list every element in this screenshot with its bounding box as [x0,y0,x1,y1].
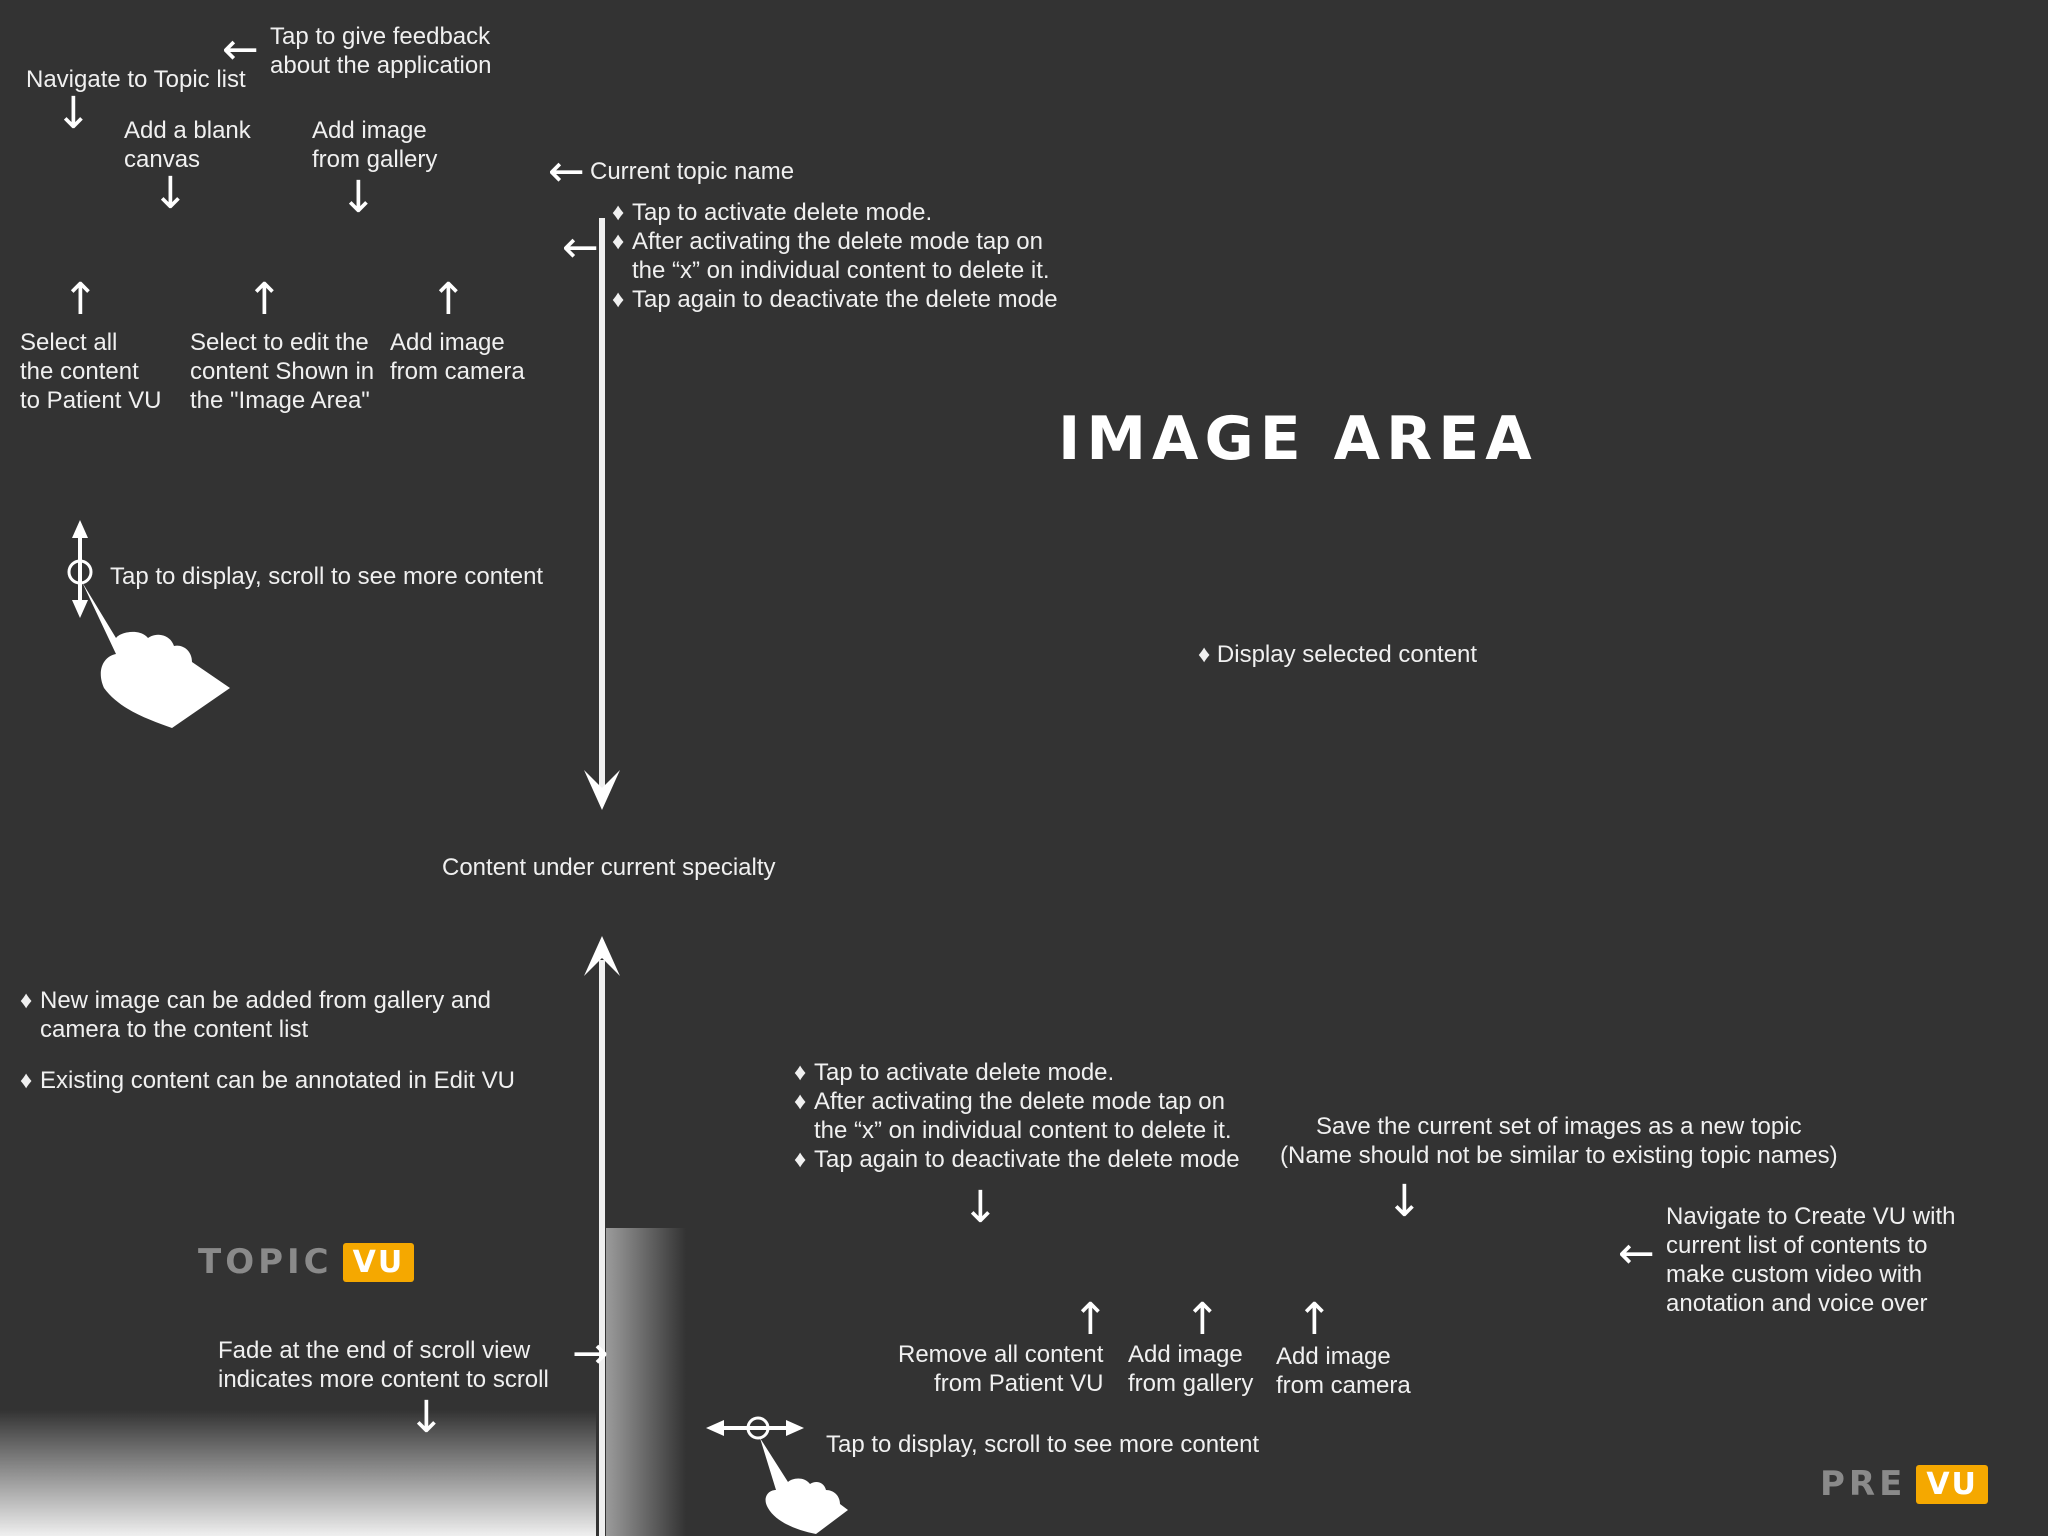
arrow-up-icon: ↑ [1184,1294,1221,1345]
arrow-left-icon: ← [548,146,585,197]
arrow-up-icon [584,936,620,976]
delete-mode-notes-bottom: ♦Tap to activate delete mode. ♦After act… [794,1059,1240,1173]
scroll-fade-bottom [0,1410,596,1536]
display-selected-label: ♦ Display selected content [1198,641,1478,668]
arrow-down-icon [584,770,620,810]
arrow-down-icon: ↓ [1386,1176,1423,1227]
arrow-right-icon: → [572,1328,609,1379]
hand-vertical-scroll-icon [67,520,230,728]
scroll-fade-right [606,1228,686,1536]
navigate-topic-label: Navigate to Topic list [26,66,246,93]
arrow-up-icon: ↑ [1072,1294,1109,1345]
delete-mode-notes: ♦Tap to activate delete mode. ♦After act… [612,199,1058,313]
hand-horizontal-scroll-icon [706,1416,848,1534]
arrow-left-icon: ← [222,24,259,75]
arrow-down-icon: ↓ [55,88,92,139]
arrow-up-icon: ↑ [246,274,283,325]
image-area-title: IMAGE AREA [1058,404,1538,474]
scroll-divider-top [599,218,605,793]
current-topic-label: Current topic name [590,158,795,185]
arrow-left-icon: ← [562,222,599,273]
arrow-up-icon: ↑ [62,274,99,325]
scroll-divider-bottom [599,960,605,1536]
existing-content-note: ♦Existing content can be annotated in Ed… [20,1067,515,1094]
arrow-left-icon: ← [1618,1228,1655,1279]
arrow-down-icon: ↓ [152,168,189,219]
arrow-up-icon: ↑ [430,274,467,325]
content-under-label: Content under current specialty [442,854,776,881]
tap-scroll-label-bottom: Tap to display, scroll to see more conte… [826,1431,1260,1458]
new-image-notes: ♦New image can be added from gallery and… [20,987,491,1043]
save-topic-label: Save the current set of images as a new … [1280,1113,1838,1169]
arrow-down-icon: ↓ [962,1182,999,1233]
arrow-up-icon: ↑ [1296,1294,1333,1345]
arrow-down-icon: ↓ [340,172,377,223]
tap-scroll-label-top: Tap to display, scroll to see more conte… [110,563,544,590]
